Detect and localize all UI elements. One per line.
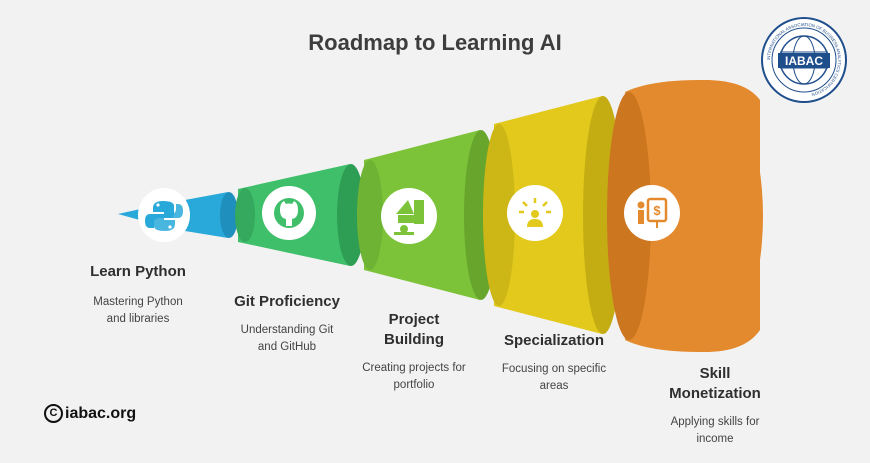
step-label-specialization: Specialization <box>503 332 605 349</box>
svg-text:$: $ <box>653 203 661 218</box>
footer-brand-text: iabac.org <box>65 404 137 422</box>
step-desc-git-proficiency: Understanding Git and GitHub <box>240 324 334 353</box>
page-title: Roadmap to Learning AI <box>308 30 562 55</box>
step-label-skill-monetization: Skill Monetization <box>669 365 761 402</box>
python-icon <box>145 201 183 231</box>
step-desc-project-building: Creating projects for portfolio <box>362 362 466 391</box>
step-desc-specialization: Focusing on specific areas <box>501 363 607 392</box>
step-desc-learn-python: Mastering Python and libraries <box>93 296 183 325</box>
funnel-segment-monetization <box>607 80 763 352</box>
footer-brand: C iabac.org <box>44 404 136 423</box>
funnel-segment-project <box>357 130 498 300</box>
step-label-learn-python: Learn Python <box>90 263 186 280</box>
iabac-seal-logo: IABAC INTERNATIONAL ASSOCIATION OF BUSIN… <box>761 17 847 103</box>
presenter-money-icon: $ <box>637 197 668 228</box>
focus-person-icon <box>519 198 551 227</box>
step-desc-skill-monetization: Applying skills for income <box>670 416 760 445</box>
copyright-icon: C <box>44 404 63 423</box>
step-label-git-proficiency: Git Proficiency <box>234 293 340 310</box>
github-icon <box>274 198 304 228</box>
step-label-project-building: Project Building <box>384 311 444 348</box>
project-blocks-icon <box>394 200 424 235</box>
seal-name: IABAC <box>785 54 823 68</box>
funnel-segment-specialization <box>483 96 623 334</box>
